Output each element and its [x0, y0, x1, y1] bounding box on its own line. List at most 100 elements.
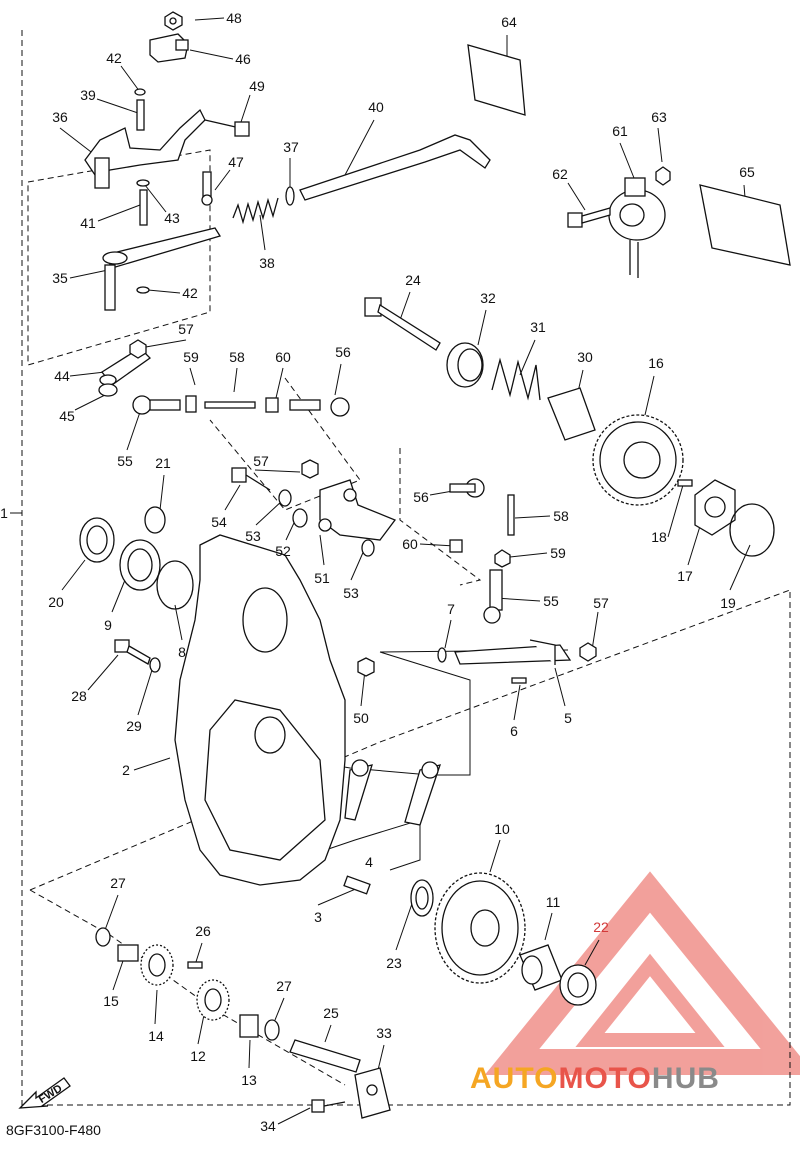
part-59-nut-right	[494, 549, 511, 568]
part-51-lever	[318, 479, 397, 541]
part-40-shift-shaft	[299, 134, 491, 201]
callout-52: 52	[275, 543, 291, 559]
callout-42b: 42	[182, 285, 198, 301]
callout-49: 49	[249, 78, 265, 94]
callout-62: 62	[552, 166, 568, 182]
part-29-washer	[149, 657, 161, 673]
callout-18: 18	[651, 529, 667, 545]
part-24-long-bolt	[364, 297, 441, 351]
part-27-washer-right	[264, 1019, 280, 1041]
callout-43: 43	[164, 210, 180, 226]
callout-39: 39	[80, 87, 96, 103]
callout-57c: 57	[593, 595, 609, 611]
part-39-pin	[136, 99, 145, 131]
part-53-washer	[278, 489, 375, 557]
part-32-spring-retainer	[446, 342, 484, 388]
callout-11: 11	[545, 894, 561, 910]
part-43-washer	[136, 179, 150, 187]
part-61-sensor	[608, 177, 666, 278]
callout-41: 41	[80, 215, 96, 231]
callout-59b: 59	[550, 545, 566, 561]
link-assembly-outline	[399, 448, 482, 586]
part-45-washer	[98, 383, 118, 397]
part-8-circlip	[156, 560, 194, 610]
part-46-bracket	[149, 33, 189, 63]
part-64-label	[467, 44, 526, 116]
callout-32: 32	[480, 290, 496, 306]
part-7-o-ring	[437, 647, 447, 663]
part-10-driven-gear	[434, 872, 526, 984]
callout-22: 22	[593, 919, 609, 935]
part-22-oil-seal	[559, 964, 597, 1006]
callout-5: 5	[564, 710, 572, 726]
part-55-rod-end	[132, 395, 181, 415]
callout-10: 10	[494, 821, 510, 837]
watermark-text: AUTOMOTOHUB	[470, 1062, 720, 1096]
part-15-needle-bearing	[117, 944, 139, 962]
part-23-thrust-washer	[410, 879, 434, 917]
cover-gear-outline	[29, 589, 791, 891]
callout-6: 6	[510, 723, 518, 739]
callout-3: 3	[314, 909, 322, 925]
part-12-idler-gear	[196, 979, 230, 1021]
callout-2: 2	[122, 762, 130, 778]
part-16-gear	[592, 414, 684, 506]
part-21-grommet	[144, 506, 166, 534]
callout-19: 19	[720, 595, 736, 611]
callout-8: 8	[178, 644, 186, 660]
part-14-drive-sprocket	[140, 944, 174, 986]
part-20-seal	[79, 517, 115, 563]
part-47-screw	[201, 171, 213, 206]
callout-26: 26	[195, 923, 211, 939]
part-27-washer-left	[95, 927, 111, 947]
callout-24: 24	[405, 272, 421, 288]
callout-42a: 42	[106, 50, 122, 66]
callout-17: 17	[677, 568, 693, 584]
fwd-arrow-icon: FWD	[18, 1077, 71, 1109]
part-2-chaincase-cover	[174, 534, 346, 886]
part-28-bolt	[114, 639, 151, 665]
callout-27a: 27	[110, 875, 126, 891]
callout-50: 50	[353, 710, 369, 726]
part-50-nut	[357, 657, 375, 677]
part-63-nut	[655, 166, 671, 186]
callout-56b: 56	[413, 489, 429, 505]
part-6-pin	[511, 677, 527, 684]
part-11-needle-bearing	[519, 944, 563, 991]
callout-28: 28	[71, 688, 87, 704]
part-56-rod-end	[289, 397, 350, 417]
callout-53a: 53	[245, 528, 261, 544]
part-57-nut-lower	[579, 642, 597, 662]
part-26-set-screw	[187, 961, 203, 969]
callout-65: 65	[739, 164, 755, 180]
part-49-bolt	[204, 119, 250, 137]
callout-56a: 56	[335, 344, 351, 360]
part-30-sleeve	[547, 387, 596, 441]
callout-58a: 58	[229, 349, 245, 365]
callout-54: 54	[211, 514, 227, 530]
part-57-nut-upper	[301, 459, 319, 479]
callout-57b: 57	[253, 453, 269, 469]
callout-48: 48	[226, 10, 242, 26]
part-38-spring	[232, 197, 279, 225]
callout-37: 37	[283, 139, 299, 155]
part-31-spring	[491, 357, 541, 401]
watermark-part-1: AUTO	[470, 1062, 559, 1095]
callout-25: 25	[323, 1005, 339, 1021]
callout-57a: 57	[178, 321, 194, 337]
callout-36: 36	[52, 109, 68, 125]
watermark-part-3: HUB	[651, 1062, 720, 1095]
part-33-retaining-plate	[354, 1067, 391, 1119]
callout-16: 16	[648, 355, 664, 371]
part-65-label	[699, 184, 791, 266]
callout-31: 31	[530, 319, 546, 335]
part-34-bolt	[311, 1099, 346, 1113]
rod-bracket-outline	[209, 377, 361, 511]
callout-33: 33	[376, 1025, 392, 1041]
part-19-circlip	[729, 503, 775, 557]
part-42-clip	[134, 88, 150, 294]
callout-15: 15	[103, 993, 119, 1009]
callout-1: 1	[0, 505, 8, 521]
